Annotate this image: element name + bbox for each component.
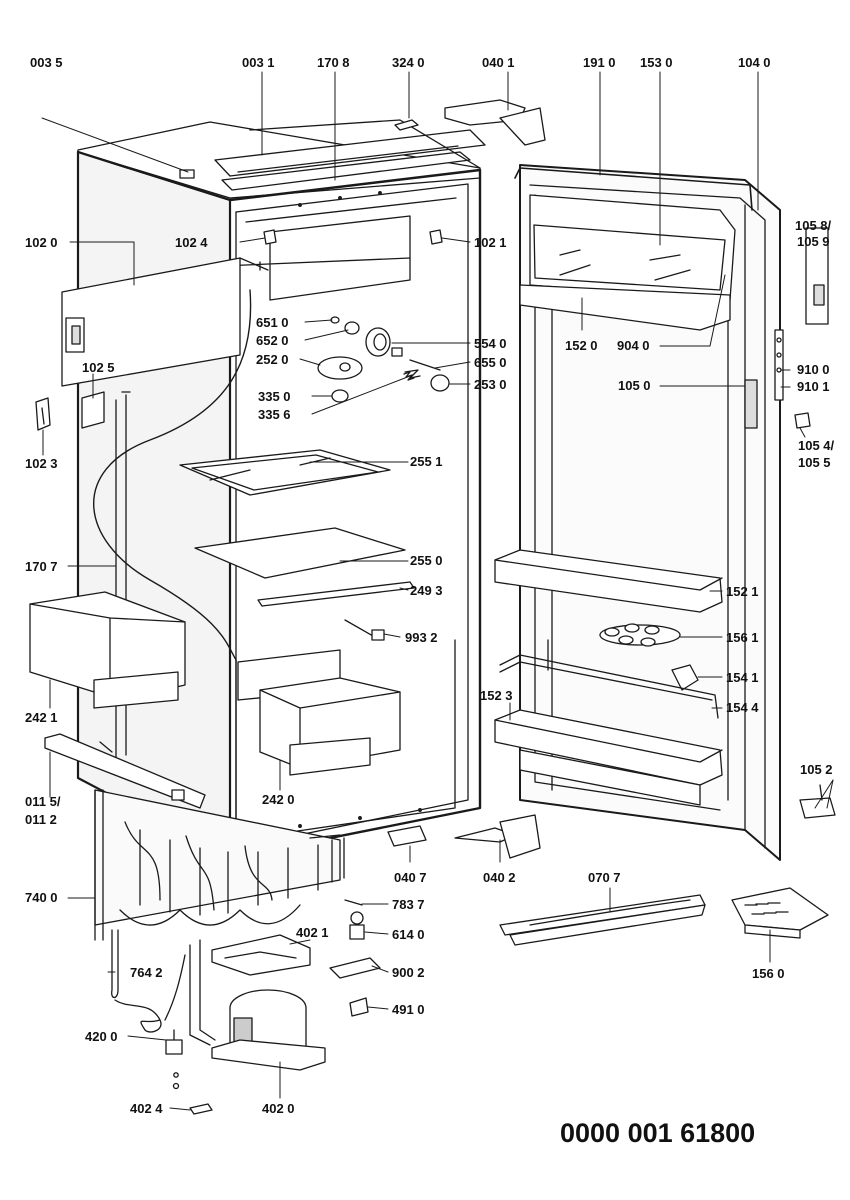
label-6520: 652 0: [256, 333, 289, 348]
label-0401: 040 1: [482, 55, 515, 70]
label-6510: 651 0: [256, 315, 289, 330]
label-4024: 402 4: [130, 1101, 163, 1116]
label-9002: 900 2: [392, 965, 425, 980]
label-1059: 105 9: [797, 234, 830, 249]
label-1541: 154 1: [726, 670, 759, 685]
label-6550: 655 0: [474, 355, 507, 370]
label-3240: 324 0: [392, 55, 425, 70]
label-2520: 252 0: [256, 352, 289, 367]
label-0035: 003 5: [30, 55, 63, 70]
label-9101: 910 1: [797, 379, 830, 394]
label-0031: 003 1: [242, 55, 275, 70]
label-0407: 040 7: [394, 870, 427, 885]
label-1521: 152 1: [726, 584, 759, 599]
label-1025: 102 5: [82, 360, 115, 375]
compressor: [190, 935, 325, 1070]
label-1560: 156 0: [752, 966, 785, 981]
leader-lines: [42, 72, 833, 1110]
label-2530: 253 0: [474, 377, 507, 392]
label-1561: 156 1: [726, 630, 759, 645]
label-2421: 242 1: [25, 710, 58, 725]
label-1023: 102 3: [25, 456, 58, 471]
label-1020: 102 0: [25, 235, 58, 250]
label-2420: 242 0: [262, 792, 295, 807]
label-1024: 102 4: [175, 235, 208, 250]
crisper-boxes: [30, 592, 400, 775]
label-4021: 402 1: [296, 925, 329, 940]
label-0115: 011 5/: [25, 794, 61, 809]
label-3350: 335 0: [258, 389, 291, 404]
label-5540: 554 0: [474, 336, 507, 351]
label-1708: 170 8: [317, 55, 350, 70]
label-1055: 105 5: [798, 455, 831, 470]
label-2551: 255 1: [410, 454, 443, 469]
label-1544: 154 4: [726, 700, 759, 715]
label-7837: 783 7: [392, 897, 425, 912]
label-1523: 152 3: [480, 688, 513, 703]
label-2550: 255 0: [410, 553, 443, 568]
label-3356: 335 6: [258, 407, 291, 422]
label-9932: 993 2: [405, 630, 438, 645]
label-1058: 105 8/: [795, 218, 832, 233]
label-1054: 105 4/: [798, 438, 835, 453]
label-7642: 764 2: [130, 965, 163, 980]
label-0402: 040 2: [483, 870, 516, 885]
document-number: 0000 001 61800: [560, 1118, 756, 1148]
shelves: [180, 450, 414, 640]
side-panel-1020: [62, 258, 268, 386]
condenser: [95, 790, 344, 940]
label-9100: 910 0: [797, 362, 830, 377]
label-1040: 104 0: [738, 55, 771, 70]
label-1050: 105 0: [618, 378, 651, 393]
label-1520: 152 0: [565, 338, 598, 353]
label-6140: 614 0: [392, 927, 425, 942]
label-4910: 491 0: [392, 1002, 425, 1017]
label-0707: 070 7: [588, 870, 621, 885]
thermostat-cluster: [318, 317, 449, 402]
label-1052: 105 2: [800, 762, 833, 777]
label-2493: 249 3: [410, 583, 443, 598]
label-1021: 102 1: [474, 235, 507, 250]
label-1910: 191 0: [583, 55, 616, 70]
label-1530: 153 0: [640, 55, 673, 70]
label-9040: 904 0: [617, 338, 650, 353]
label-1707: 170 7: [25, 559, 58, 574]
label-7400: 740 0: [25, 890, 58, 905]
label-0112: 011 2: [25, 812, 57, 827]
door: [495, 165, 835, 860]
label-4200: 420 0: [85, 1029, 118, 1044]
label-4020: 402 0: [262, 1101, 295, 1116]
